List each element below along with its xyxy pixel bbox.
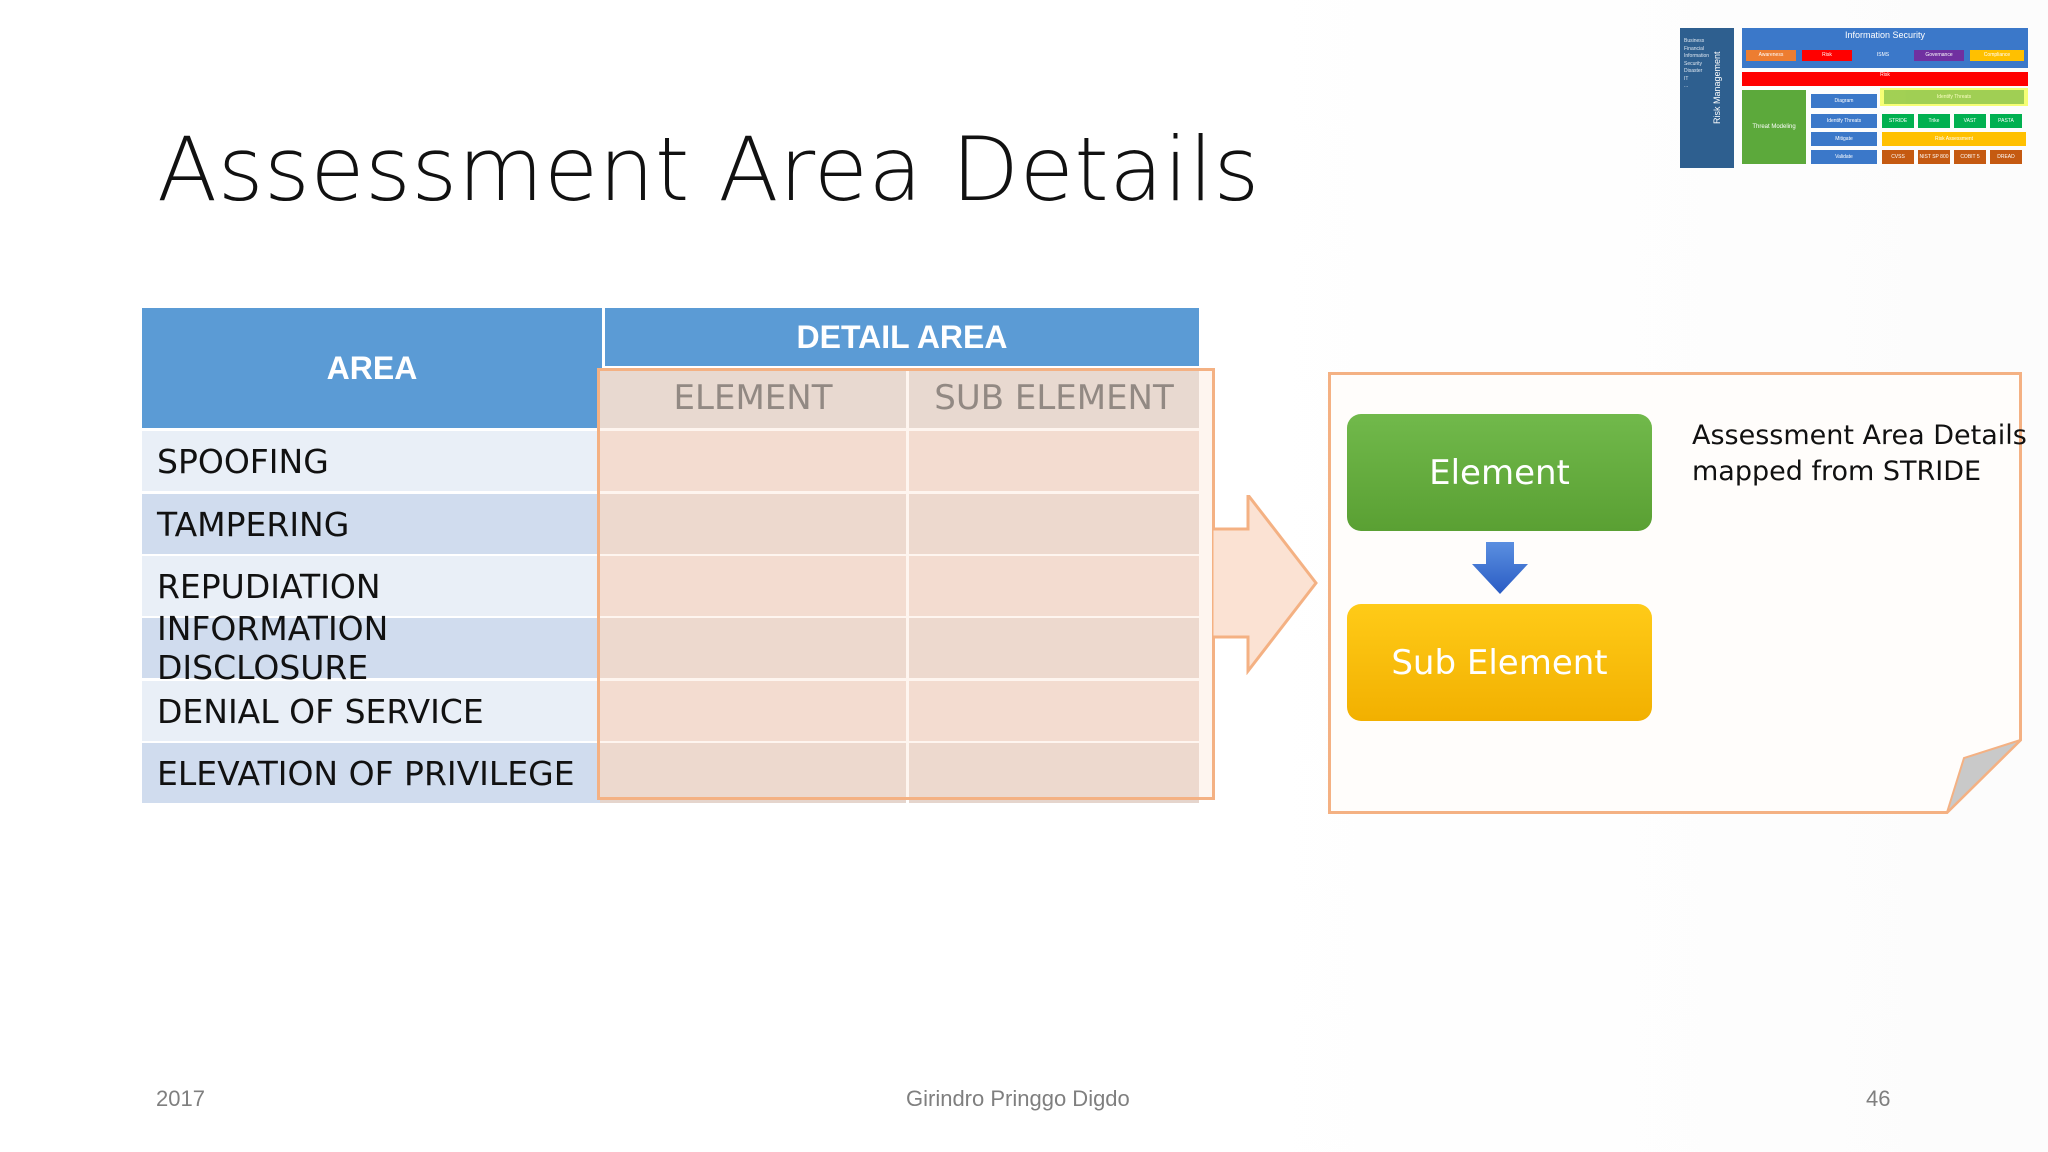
table-subheader-sub-element: SUB ELEMENT [909,368,1199,428]
mini-map-threat-modeling: Threat Modeling [1742,90,1806,164]
mini-risk-cobit: COBIT 5 [1954,150,1986,164]
mini-step-identify: Identify Threats [1811,114,1877,128]
mini-chip-isms: ISMS [1858,50,1908,61]
slide-title: Assessment Area Details [157,118,1260,221]
table-row: INFORMATION DISCLOSURE [142,609,1199,687]
table-row: SPOOFING [142,431,1199,491]
element-cell [600,743,906,803]
sub-element-box: Sub Element [1347,604,1652,721]
table-header-detail-area: DETAIL AREA [605,308,1199,366]
table-subheader-element: ELEMENT [600,368,906,428]
mini-chip-governance: Governance [1914,50,1964,61]
mini-risk-nist: NIST SP 800 [1918,150,1950,164]
sub-element-cell [909,431,1199,491]
table-row: REPUDIATION [142,556,1199,616]
table-row: ELEVATION OF PRIVILEGE [142,743,1199,803]
element-cell [600,681,906,741]
mini-step-validate: Validate [1811,150,1877,164]
element-cell [600,494,906,554]
sub-element-cell [909,618,1199,678]
footer-author: Girindro Pringgo Digdo [906,1086,1130,1111]
element-cell [600,618,906,678]
table-header-area: AREA [142,308,602,428]
mini-map-sidebar: Business Financial Information Security … [1680,28,1734,168]
sub-element-cell [909,494,1199,554]
footer-year: 2017 [156,1086,205,1111]
note-text-line-2: mapped from STRIDE [1692,456,1982,487]
table-row: TAMPERING [142,494,1199,554]
sub-element-cell [909,743,1199,803]
mini-identify-threats: Identify Threats [1884,90,2024,104]
mini-chip-risk: Risk [1802,50,1852,61]
mini-risk-dread: DREAD [1990,150,2022,164]
mini-map-risk-bar: Risk [1742,72,2028,86]
mini-chip-awareness: Awareness [1746,50,1796,61]
row-label: DENIAL OF SERVICE [142,681,602,741]
row-label: REPUDIATION [142,556,602,616]
mini-method-vast: VAST [1954,114,1986,128]
table-row: DENIAL OF SERVICE [142,681,1199,741]
row-label: ELEVATION OF PRIVILEGE [142,743,602,803]
mini-map-side-label: Risk Management [1712,51,1722,124]
sub-element-cell [909,681,1199,741]
mini-method-stride: STRIDE [1882,114,1914,128]
mini-step-diagram: Diagram [1811,94,1877,108]
row-label: INFORMATION DISCLOSURE [142,609,602,687]
mini-map-thumbnail: Business Financial Information Security … [1680,28,2028,168]
mini-risk-cvss: CVSS [1882,150,1914,164]
right-arrow-icon [1212,495,1318,675]
mini-method-trike: Trike [1918,114,1950,128]
element-box: Element [1347,414,1652,531]
mini-step-mitigate: Mitigate [1811,132,1877,146]
mini-chip-compliance: Compliance [1970,50,2024,61]
mini-map-header: Information Security [1742,28,2028,68]
note-text: Assessment Area Details mapped from STRI… [1692,418,2027,490]
detail-area-highlight-frame [597,368,1215,800]
sub-element-cell [909,556,1199,616]
mini-method-pasta: PASTA [1990,114,2022,128]
row-label: SPOOFING [142,431,602,491]
note-text-line-1: Assessment Area Details [1692,420,2027,451]
mini-risk-assessment: Risk Assessment [1882,132,2026,146]
element-cell [600,431,906,491]
element-cell [600,556,906,616]
row-label: TAMPERING [142,494,602,554]
down-arrow-icon [1472,542,1528,594]
footer-page-number: 46 [1866,1086,1891,1111]
mini-map-side-items: Business Financial Information Security … [1684,38,1710,89]
